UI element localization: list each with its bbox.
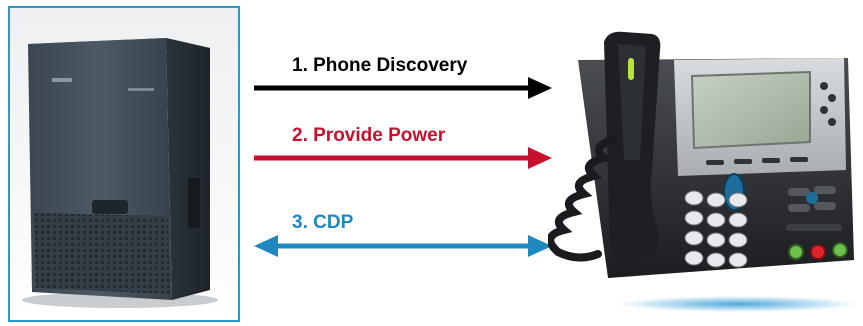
phone-discovery-label: 1. Phone Discovery (292, 55, 468, 76)
cdp-arrow (254, 235, 552, 257)
switch-image-frame (8, 6, 240, 322)
ip-phone-icon (548, 31, 856, 312)
network-switch-icon (22, 38, 218, 308)
provide-power-arrow (254, 147, 552, 169)
phone-discovery-arrow (254, 77, 552, 99)
cdp-label: 3. CDP (292, 212, 354, 233)
provide-power-label: 2. Provide Power (292, 125, 446, 146)
